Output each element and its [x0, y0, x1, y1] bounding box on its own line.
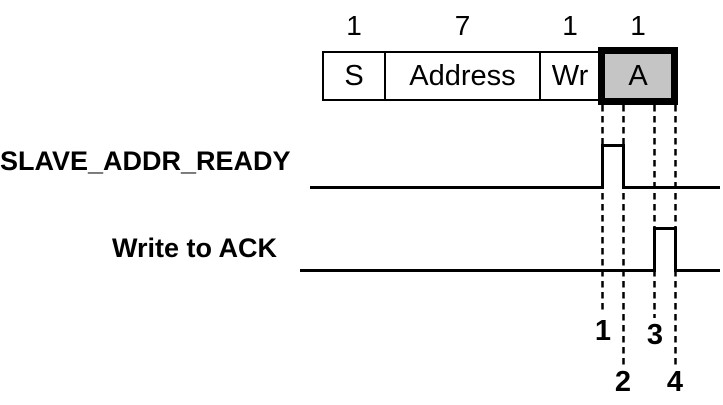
- bit-count-address: 7: [454, 10, 471, 41]
- event-marker-1: 1: [594, 315, 612, 347]
- signal-label-slave-addr-ready: SLAVE_ADDR_READY: [0, 146, 291, 176]
- waveform-write-to-ack: [300, 227, 720, 272]
- frame-field-write-label: Wr: [551, 59, 589, 92]
- frame-field-ack-highlighted: A: [598, 47, 678, 105]
- waveform-slave-addr-ready: [310, 144, 720, 189]
- frame-field-address-label: Address: [409, 59, 516, 92]
- event-marker-2: 2: [614, 366, 632, 398]
- frame-field-write: Wr: [539, 51, 601, 101]
- frame-field-start-label: S: [344, 59, 364, 92]
- frame-field-ack-label: A: [628, 59, 648, 92]
- event-marker-4: 4: [666, 366, 684, 398]
- signal-label-write-to-ack: Write to ACK: [112, 233, 277, 263]
- bit-count-ack: 1: [630, 10, 646, 41]
- bit-count-start: 1: [346, 10, 362, 41]
- bit-count-write: 1: [562, 10, 578, 41]
- frame-field-address: Address: [384, 51, 541, 101]
- event-marker-3: 3: [646, 319, 664, 351]
